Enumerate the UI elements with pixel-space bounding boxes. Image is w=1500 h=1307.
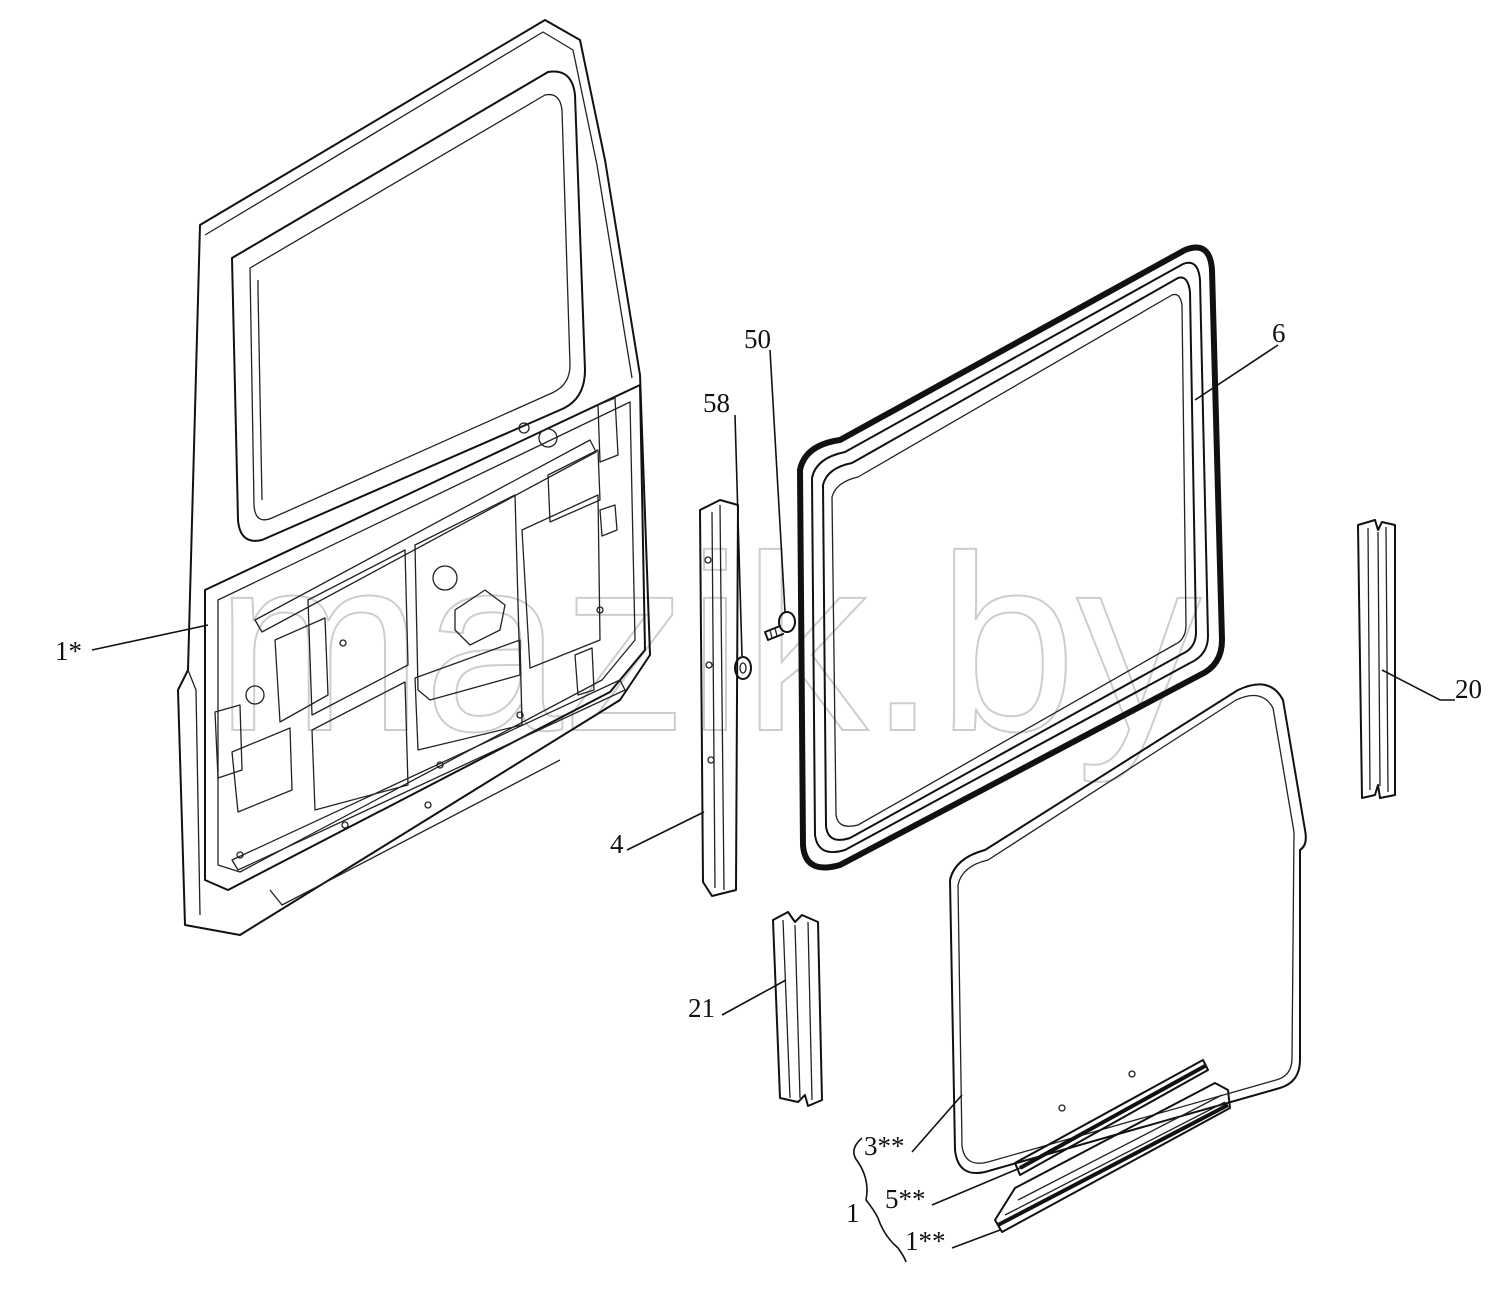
callout-assembly: 1 [846, 1198, 860, 1228]
guide-20-drawing [1357, 519, 1396, 799]
channel-4-drawing [699, 499, 739, 897]
watermark-text: mazik.by [215, 504, 1201, 783]
guide-21-drawing [772, 911, 823, 1107]
door-panel-drawing [177, 19, 651, 936]
callout-screw: 50 [744, 324, 771, 354]
glass-frame-seal-6-drawing [797, 244, 1225, 871]
leader-lines [91, 344, 1455, 1263]
callout-door-panel: 1* [55, 636, 82, 666]
callout-guide-right: 20 [1455, 674, 1482, 704]
callout-guide-left: 21 [688, 993, 715, 1023]
washer-58-drawing [734, 656, 752, 680]
glass-3-drawing [949, 683, 1307, 1174]
callout-washer: 58 [703, 388, 730, 418]
callout-channel-left: 4 [610, 829, 624, 859]
glass-bottom-channel-1-drawing [994, 1082, 1231, 1233]
callout-glass-frame-seal: 6 [1272, 318, 1286, 348]
callout-glass-bottom-channel: 1** [905, 1226, 946, 1256]
screw-50-drawing [764, 611, 796, 641]
glass-seal-strip-5-drawing [1014, 1059, 1209, 1176]
callout-glass-seal-strip: 5** [885, 1184, 926, 1214]
callout-glass: 3** [864, 1131, 905, 1161]
